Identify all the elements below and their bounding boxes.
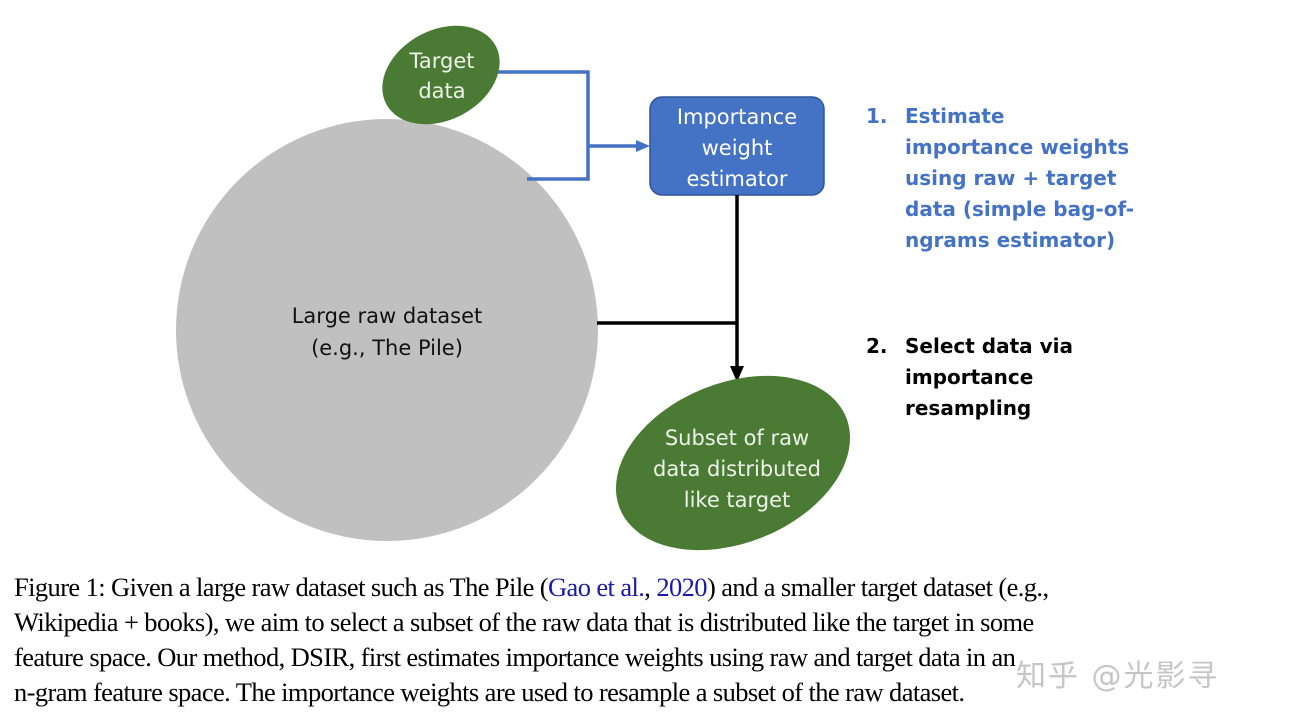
- watermark: 知乎 @光影寻: [1016, 659, 1220, 694]
- subset-label-line2: data distributed: [653, 457, 821, 481]
- caption-line-1: Figure 1: Given a large raw dataset such…: [14, 570, 1294, 605]
- blue-connector: [497, 70, 638, 181]
- target-data-node: Target data: [382, 25, 500, 125]
- caption-line-2: Wikipedia + books), we aim to select a s…: [14, 607, 1034, 637]
- subset-node: Subset of raw data distributed like targ…: [615, 375, 851, 551]
- caption-text: Figure 1: Given a large raw dataset such…: [14, 572, 549, 602]
- importance-weight-estimator-node: Importance weight estimator: [649, 96, 825, 196]
- step-2-text: Select data via importance resampling: [905, 334, 1073, 420]
- caption-line-4: n-gram feature space. The importance wei…: [14, 677, 965, 707]
- raw-dataset-node: Large raw dataset (e.g., The Pile): [176, 119, 598, 541]
- step-1-description: 1. Estimate importance weights using raw…: [866, 101, 1134, 256]
- target-data-label-line2: data: [418, 79, 465, 103]
- step-2-description: 2. Select data via importance resampling: [866, 331, 1073, 424]
- step-1-number: 1.: [866, 104, 888, 128]
- citation-author-link[interactable]: Gao et al.: [548, 572, 645, 602]
- citation-year-link[interactable]: 2020: [656, 572, 707, 602]
- target-data-label-line1: Target: [409, 49, 475, 73]
- figure-caption: Figure 1: Given a large raw dataset such…: [14, 570, 1294, 710]
- arrowhead-to-estimator: [636, 140, 650, 152]
- step-2-number: 2.: [866, 334, 888, 358]
- step-1-text: Estimate importance weights using raw + …: [905, 104, 1135, 252]
- caption-text: ,: [644, 572, 657, 602]
- caption-text: ) and a smaller target dataset (e.g.,: [706, 572, 1049, 602]
- raw-dataset-label-line2: (e.g., The Pile): [311, 336, 463, 360]
- subset-label-line1: Subset of raw: [665, 426, 809, 450]
- black-connector: [597, 195, 739, 368]
- raw-dataset-label-line1: Large raw dataset: [292, 304, 483, 328]
- arrowhead-to-subset: [730, 366, 744, 382]
- dsir-diagram: Large raw dataset (e.g., The Pile) Targe…: [176, 25, 851, 551]
- estimator-label-line1: Importance: [677, 105, 797, 129]
- estimator-label-line2: weight: [702, 136, 773, 160]
- caption-line-3: feature space. Our method, DSIR, first e…: [14, 642, 1016, 672]
- estimator-label-line3: estimator: [687, 167, 788, 191]
- subset-label-line3: like target: [684, 488, 791, 512]
